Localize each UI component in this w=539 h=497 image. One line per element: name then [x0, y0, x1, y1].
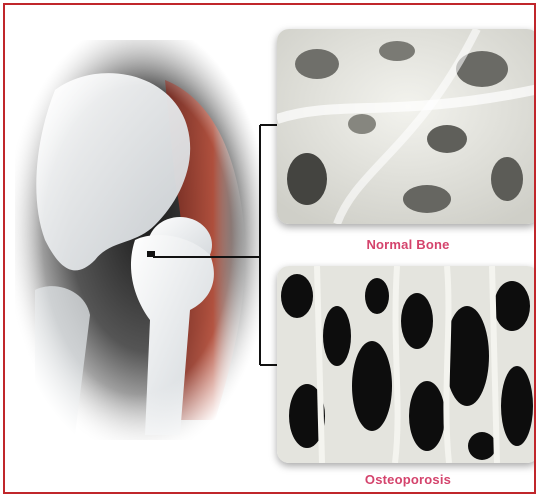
osteoporosis-caption: Osteoporosis	[277, 472, 536, 487]
illustration-frame: Normal Bone Osteoporosis	[3, 3, 536, 494]
osteoporosis-panel	[277, 266, 536, 463]
normal-bone-panel	[277, 29, 536, 224]
normal-bone-caption: Normal Bone	[277, 237, 536, 252]
